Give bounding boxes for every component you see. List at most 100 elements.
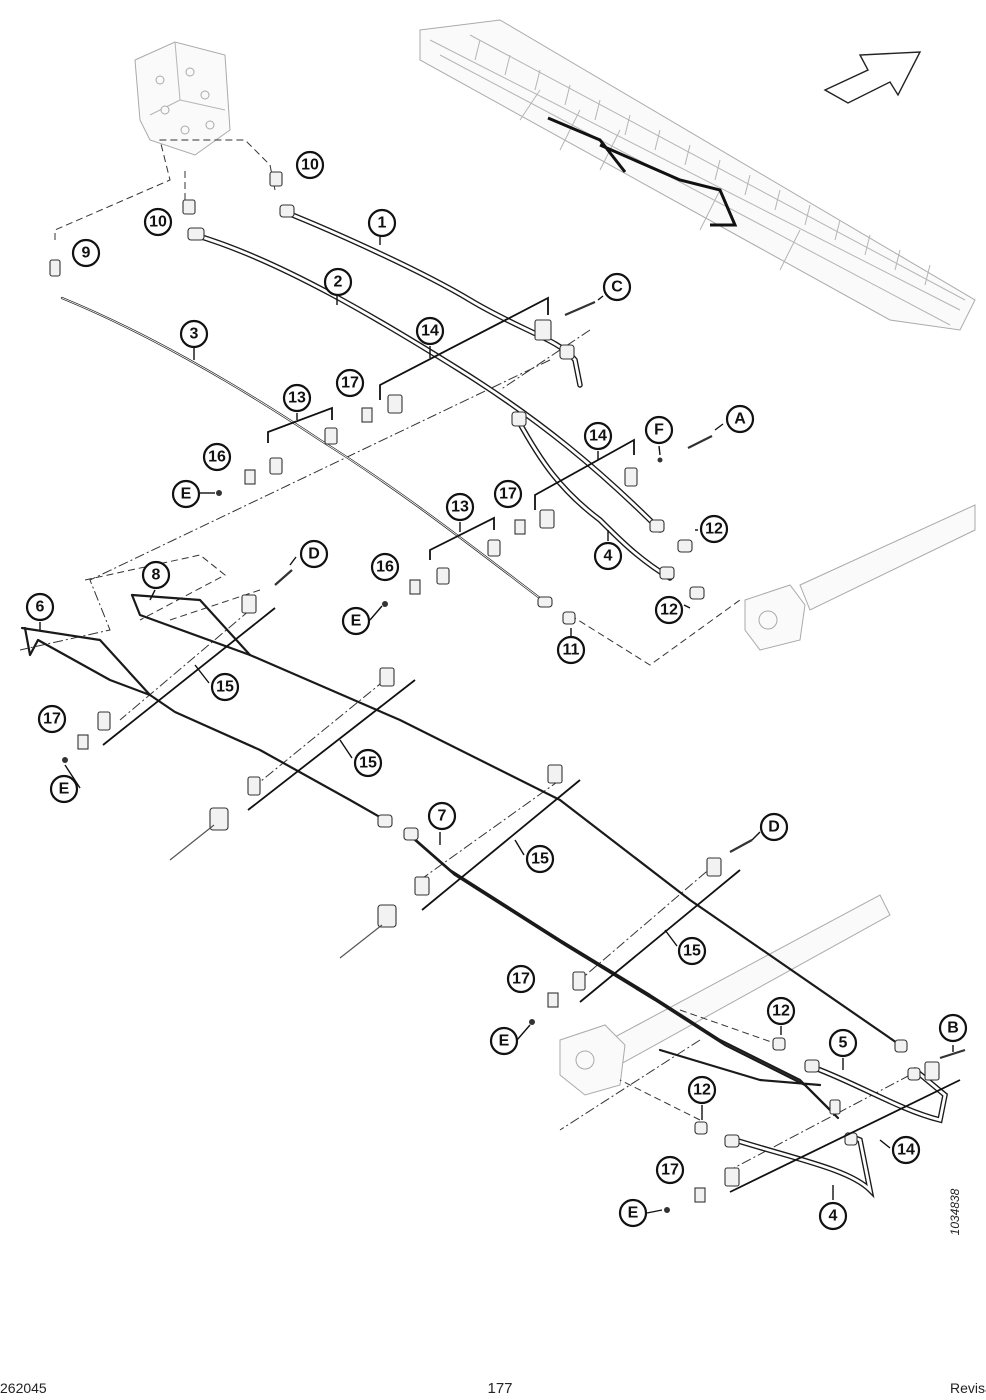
svg-text:D: D [768, 819, 780, 836]
svg-text:11: 11 [563, 642, 580, 659]
header-frame-overview [419, 19, 976, 331]
callout-E-d: E [489, 1026, 519, 1056]
footer-document-code: 262045 [0, 1380, 47, 1396]
callout-E-b: E [341, 606, 371, 636]
callout-A: A [725, 404, 755, 434]
callout-11: 11 [556, 635, 586, 665]
svg-text:15: 15 [359, 755, 377, 772]
svg-text:17: 17 [341, 375, 359, 392]
svg-text:3: 3 [190, 326, 199, 343]
svg-text:12: 12 [705, 521, 723, 538]
callout-14-upper: 14 [415, 316, 445, 346]
svg-text:C: C [611, 279, 623, 296]
callout-7: 7 [427, 801, 457, 831]
svg-text:17: 17 [661, 1162, 679, 1179]
callout-13-lower: 13 [445, 492, 475, 522]
leader-lines [39, 237, 954, 1214]
callout-D-upper: D [299, 539, 329, 569]
svg-text:17: 17 [499, 486, 517, 503]
callout-B: B [938, 1013, 968, 1043]
callout-D-lower: D [759, 812, 789, 842]
svg-text:F: F [654, 422, 664, 439]
svg-text:E: E [351, 613, 362, 630]
callout-2: 2 [323, 267, 353, 297]
footer-page-number: 177 [487, 1380, 513, 1397]
svg-text:8: 8 [152, 567, 161, 584]
svg-text:D: D [308, 546, 320, 563]
callout-4-upper: 4 [593, 541, 623, 571]
callout-14-middle: 14 [583, 421, 613, 451]
callout-17-e: 17 [655, 1155, 685, 1185]
svg-text:14: 14 [421, 323, 439, 340]
callout-12-b: 12 [654, 595, 684, 625]
callout-12-c: 12 [766, 996, 796, 1026]
svg-text:10: 10 [301, 157, 319, 174]
svg-text:E: E [181, 486, 192, 503]
svg-text:9: 9 [82, 245, 91, 262]
svg-text:E: E [628, 1205, 639, 1222]
svg-text:2: 2 [334, 274, 343, 291]
bolts-and-nuts [62, 300, 966, 1213]
svg-text:16: 16 [376, 559, 394, 576]
callout-16-lower: 16 [370, 552, 400, 582]
svg-text:12: 12 [772, 1003, 790, 1020]
callout-3: 3 [179, 319, 209, 349]
svg-text:E: E [59, 781, 70, 798]
svg-text:13: 13 [288, 390, 306, 407]
svg-text:B: B [947, 1020, 959, 1037]
direction-arrow [823, 51, 922, 104]
callout-5: 5 [828, 1028, 858, 1058]
callout-17-a: 17 [335, 368, 365, 398]
callout-17-c: 17 [37, 704, 67, 734]
svg-text:13: 13 [451, 499, 469, 516]
callout-15-b: 15 [353, 748, 383, 778]
callout-1: 1 [367, 208, 397, 238]
callout-C: C [602, 272, 632, 302]
svg-text:12: 12 [660, 602, 678, 619]
svg-text:7: 7 [438, 808, 447, 825]
svg-text:14: 14 [589, 428, 607, 445]
callout-15-d: 15 [677, 936, 707, 966]
svg-text:A: A [734, 411, 746, 428]
rigid-tubes [20, 296, 902, 1120]
highlighted-hose-route [547, 116, 738, 227]
svg-text:17: 17 [43, 711, 61, 728]
callout-14-lower: 14 [891, 1135, 921, 1165]
callout-9: 9 [71, 238, 101, 268]
footer-revision: Revisã [950, 1380, 986, 1396]
svg-text:10: 10 [149, 214, 167, 231]
svg-text:15: 15 [531, 851, 549, 868]
alignment-lines [19, 139, 911, 1171]
callout-8: 8 [141, 560, 171, 590]
svg-text:4: 4 [604, 548, 613, 565]
callout-10-right: 10 [295, 150, 325, 180]
svg-text:E: E [499, 1033, 510, 1050]
callout-15-c: 15 [525, 844, 555, 874]
callout-10-left: 10 [143, 207, 173, 237]
callout-12-d: 12 [687, 1075, 717, 1105]
callout-6: 6 [25, 592, 55, 622]
svg-text:15: 15 [683, 943, 701, 960]
group-brackets [102, 296, 961, 1193]
svg-text:17: 17 [512, 971, 530, 988]
svg-text:15: 15 [216, 679, 234, 696]
upper-motor-shaft [744, 504, 976, 651]
callout-16-upper: 16 [202, 442, 232, 472]
svg-text:4: 4 [829, 1208, 838, 1225]
small-parts [49, 171, 940, 1203]
svg-text:6: 6 [36, 599, 45, 616]
callout-17-b: 17 [493, 479, 523, 509]
svg-text:16: 16 [208, 449, 226, 466]
callout-15-a: 15 [210, 672, 240, 702]
svg-text:5: 5 [839, 1035, 848, 1052]
callout-F: F [644, 415, 674, 445]
figure-reference-number: 1034838 [948, 1188, 962, 1236]
callout-E-a: E [171, 479, 201, 509]
callout-12-a: 12 [699, 514, 729, 544]
callout-4-lower: 4 [818, 1201, 848, 1231]
lower-motor-shaft [559, 894, 891, 1096]
callout-E-c: E [49, 774, 79, 804]
callout-17-d: 17 [506, 964, 536, 994]
hoses [192, 209, 949, 1199]
